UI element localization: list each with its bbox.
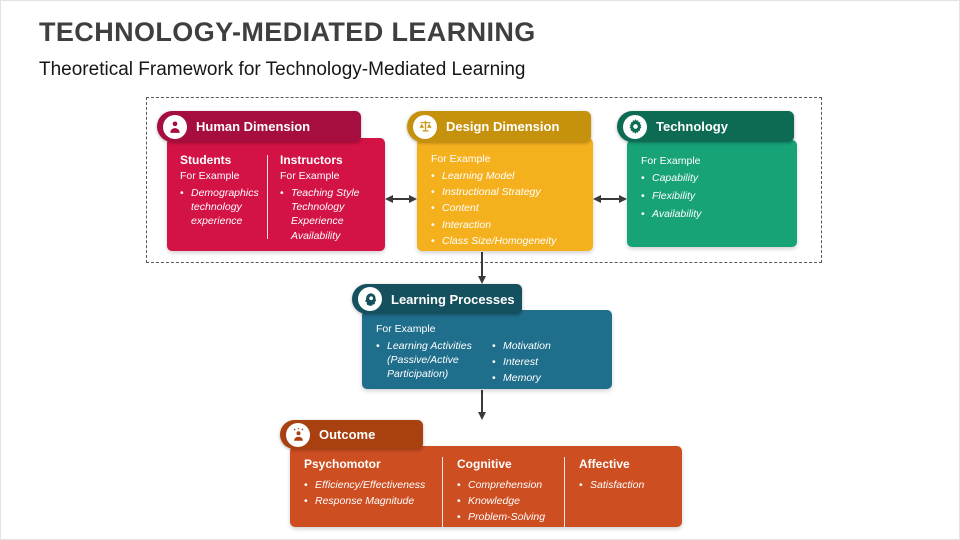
column-divider [267, 155, 268, 239]
learning-for-example: For Example [376, 323, 436, 335]
arrow-learning-outcome [478, 390, 486, 420]
design-dimension-header: Design Dimension [407, 111, 591, 142]
page-title: TECHNOLOGY-MEDIATED LEARNING [39, 17, 536, 47]
human-dimension-card: Students For Example Demographics techno… [167, 138, 385, 251]
learning-processes-title: Learning Processes [391, 291, 515, 307]
bullet-item: Instructional Strategy [431, 185, 585, 199]
bullet-item: Learning Model [431, 169, 585, 183]
bullet-item: Content [431, 201, 585, 215]
design-dimension-card: For Example Learning Model Instructional… [417, 138, 593, 251]
students-heading: Students [180, 153, 232, 167]
gear-icon [623, 114, 647, 139]
technology-header: Technology [617, 111, 794, 142]
arrow-design-learning [478, 252, 486, 284]
top-row-dashed-frame [146, 97, 822, 263]
human-dimension-title: Human Dimension [196, 119, 311, 134]
human-dimension-header: Human Dimension [157, 111, 361, 142]
instructors-column: Instructors For Example Teaching Style T… [268, 153, 385, 251]
bullet-item: Capability [641, 171, 789, 185]
person-icon [163, 114, 187, 139]
bullet-item: Availability [641, 207, 789, 221]
cognitive-column: Cognitive Comprehension Knowledge Proble… [442, 457, 564, 527]
technology-for-example: For Example [641, 155, 701, 167]
technology-title: Technology [656, 119, 728, 134]
arrow-design-technology [593, 195, 627, 203]
page-subtitle: Theoretical Framework for Technology-Med… [39, 59, 526, 80]
learning-processes-card: For Example Learning Activities (Passive… [362, 310, 612, 389]
bullet-item: Knowledge [457, 494, 556, 508]
psychomotor-heading: Psychomotor [304, 457, 381, 471]
bullet-item: Learning Activities (Passive/Active Part… [376, 339, 492, 382]
design-dimension-title: Design Dimension [446, 119, 560, 134]
bullet-item: Efficiency/Effectiveness [304, 478, 434, 492]
outcome-card: Psychomotor Efficiency/Effectiveness Res… [290, 446, 682, 527]
bullet-item: Interaction [431, 218, 585, 232]
outcome-header: Outcome [280, 420, 423, 449]
students-column: Students For Example Demographics techno… [167, 153, 267, 251]
outcome-title: Outcome [319, 427, 376, 442]
bullet-item: Response Magnitude [304, 494, 434, 508]
bullet-item: Class Size/Homogeneity [431, 234, 585, 248]
bullet-item: Memory [492, 371, 551, 385]
bullet-item: Motivation [492, 339, 551, 353]
affective-heading: Affective [579, 457, 630, 471]
instructors-for-example: For Example [280, 170, 340, 182]
affective-column: Affective Satisfaction [564, 457, 682, 527]
bullet-item: Teaching Style Technology Experience Ava… [280, 186, 379, 243]
students-for-example: For Example [180, 170, 240, 182]
bullet-item: Satisfaction [579, 478, 674, 492]
bullet-item: Comprehension [457, 478, 556, 492]
person-achievement-icon [286, 422, 310, 447]
bullet-item: Flexibility [641, 189, 789, 203]
arrow-human-design [385, 195, 417, 203]
technology-card: For Example Capability Flexibility Avail… [627, 140, 797, 247]
scales-icon [413, 114, 437, 139]
bullet-item: Demographics technology experience [180, 186, 267, 229]
bullet-item: Interest [492, 355, 551, 369]
psychomotor-column: Psychomotor Efficiency/Effectiveness Res… [290, 457, 442, 527]
design-for-example: For Example [431, 153, 491, 165]
cognitive-heading: Cognitive [457, 457, 512, 471]
learning-processes-header: Learning Processes [352, 284, 522, 314]
instructors-heading: Instructors [280, 153, 343, 167]
head-gear-icon [358, 287, 382, 311]
bullet-item: Problem-Solving [457, 510, 556, 524]
